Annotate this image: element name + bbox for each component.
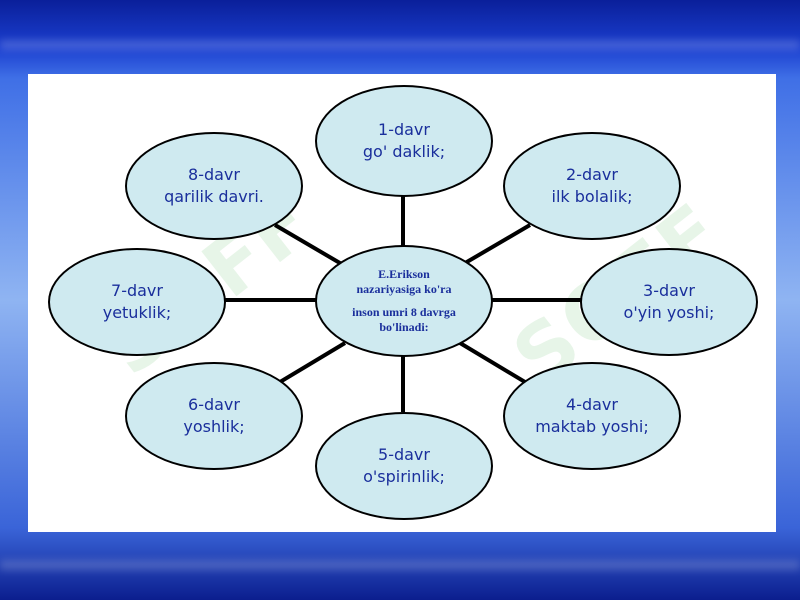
center-line-2: nazariyasiga ko'ra [356, 282, 452, 296]
node-3: 3-davr o'yin yoshi; [580, 248, 758, 356]
center-line-3: inson umri 8 davrga [352, 305, 456, 319]
center-node: E.Erikson nazariyasiga ko'ra inson umri … [315, 245, 493, 357]
node-1: 1-davr go' daklik; [315, 85, 493, 197]
node-4-title: 4-davr [566, 395, 618, 414]
node-2-title: 2-davr [566, 165, 618, 184]
connector-8 [273, 223, 347, 268]
center-line-1: E.Erikson [378, 267, 430, 281]
node-1-title: 1-davr [378, 120, 430, 139]
node-3-title: 3-davr [643, 281, 695, 300]
center-line-4: bo'linadi: [379, 320, 429, 334]
node-3-subtitle: o'yin yoshi; [623, 303, 715, 322]
connector-2 [458, 223, 532, 268]
node-6-title: 6-davr [188, 395, 240, 414]
node-5-subtitle: o'spirinlik; [363, 467, 445, 486]
node-8: 8-davr qarilik davri. [125, 132, 303, 240]
node-4: 4-davr maktab yoshi; [503, 362, 681, 470]
node-5: 5-davr o'spirinlik; [315, 412, 493, 520]
node-2: 2-davr ilk bolalik; [503, 132, 681, 240]
node-4-subtitle: maktab yoshi; [535, 417, 649, 436]
node-1-subtitle: go' daklik; [362, 142, 446, 161]
node-8-title: 8-davr [188, 165, 240, 184]
node-6: 6-davr yoshlik; [125, 362, 303, 470]
node-6-subtitle: yoshlik; [183, 417, 245, 436]
node-7-title: 7-davr [111, 281, 163, 300]
connector-6 [273, 341, 347, 387]
node-7: 7-davr yetuklik; [48, 248, 226, 356]
node-5-title: 5-davr [378, 445, 430, 464]
connector-4 [458, 341, 532, 387]
node-2-subtitle: ilk bolalik; [551, 187, 633, 206]
node-7-subtitle: yetuklik; [102, 303, 172, 322]
node-8-subtitle: qarilik davri. [164, 187, 264, 206]
